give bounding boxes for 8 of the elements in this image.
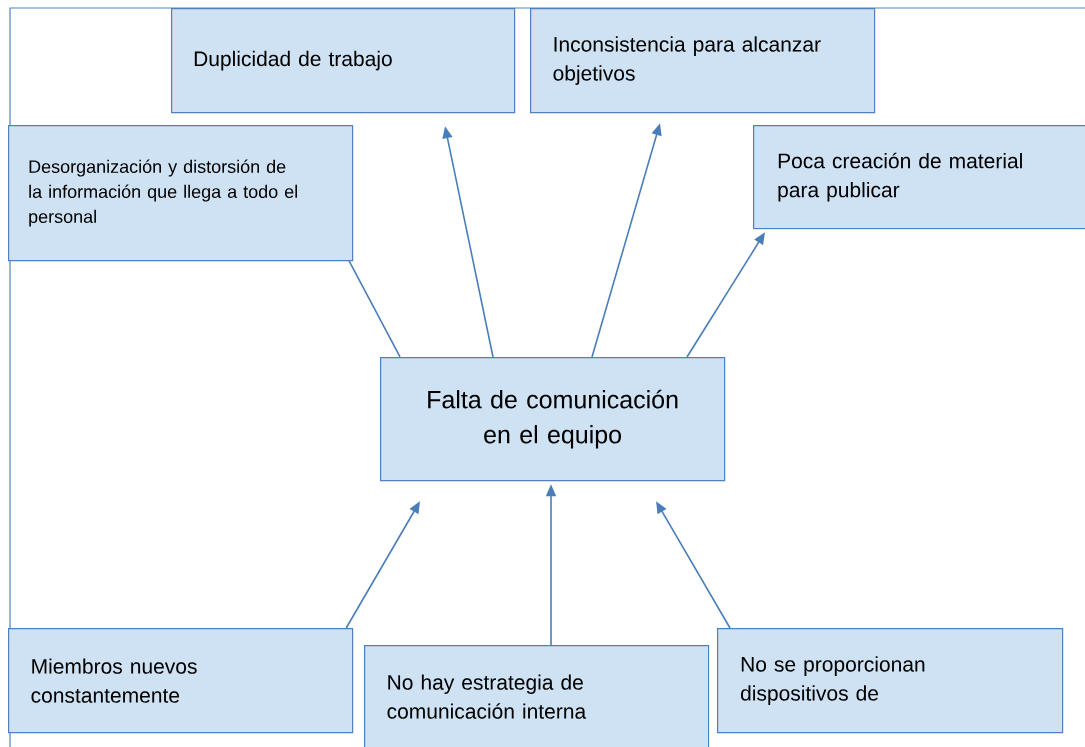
effect-box: Duplicidad de trabajo <box>171 8 516 114</box>
cause-box: Miembros nuevos constantemente <box>8 628 354 734</box>
central-problem-box: Falta de comunicación en el equipo <box>380 357 726 482</box>
effect-box: Inconsistencia para alcanzar objetivos <box>530 8 876 114</box>
effect-box: Poca creación de material para publicar <box>753 125 1085 230</box>
cause-box: No hay estrategia de comunicación interna <box>364 645 710 747</box>
cause-box: No se proporcionan dispositivos de <box>717 628 1064 734</box>
effect-box: Desorganización y distorsión de la información que llega a todo el personal <box>8 125 354 262</box>
